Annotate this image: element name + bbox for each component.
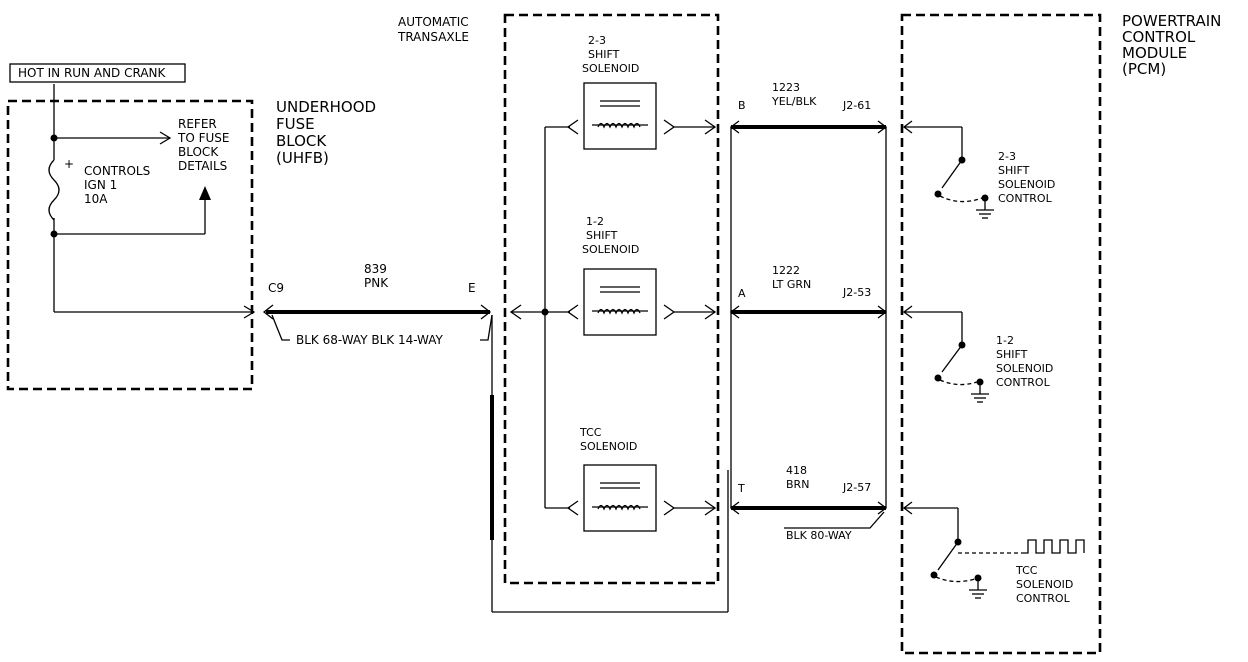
solenoid-tcc: TCC SOLENOID <box>545 426 717 532</box>
circuit-839: C9 839 PNK E BLK 68-WAY BLK 14-WAY <box>262 262 493 347</box>
solenoid-1-2: 1-2 SHIFT SOLENOID <box>545 215 717 336</box>
pcm-box <box>900 13 1102 655</box>
svg-text:C9: C9 <box>268 281 284 295</box>
wire-1222: A 1222 LT GRN J2-53 <box>729 264 888 319</box>
svg-text:PNK: PNK <box>364 276 389 290</box>
transaxle-box <box>503 13 720 585</box>
svg-text:TCC: TCC <box>579 426 602 439</box>
svg-text:POWERTRAIN: POWERTRAIN <box>1122 12 1221 30</box>
svg-text:LT GRN: LT GRN <box>772 278 811 291</box>
pcm-control-tcc: TCC SOLENOID CONTROL <box>902 501 1085 605</box>
svg-text:(PCM): (PCM) <box>1122 60 1166 78</box>
svg-text:SOLENOID: SOLENOID <box>580 440 637 453</box>
svg-text:J2-57: J2-57 <box>842 481 871 494</box>
svg-text:E: E <box>468 281 476 295</box>
svg-text:MODULE: MODULE <box>1122 44 1187 62</box>
svg-text:418: 418 <box>786 464 807 477</box>
svg-text:SOLENOID: SOLENOID <box>996 362 1053 375</box>
svg-text:TO FUSE: TO FUSE <box>177 131 229 145</box>
svg-text:SOLENOID: SOLENOID <box>998 178 1055 191</box>
fuse-icon <box>48 159 60 221</box>
svg-text:1223: 1223 <box>772 81 800 94</box>
svg-text:AUTOMATIC: AUTOMATIC <box>398 15 469 29</box>
svg-text:J2-61: J2-61 <box>842 99 871 112</box>
wire-1223: B 1223 YEL/BLK J2-61 <box>729 81 888 134</box>
svg-text:B: B <box>738 99 746 112</box>
svg-text:1-2: 1-2 <box>996 334 1014 347</box>
svg-text:CONTROL: CONTROL <box>1122 28 1196 46</box>
svg-text:BLK 80-WAY: BLK 80-WAY <box>786 529 852 542</box>
svg-text:UNDERHOOD: UNDERHOOD <box>276 98 376 116</box>
svg-text:TCC: TCC <box>1015 564 1038 577</box>
uhfb-title: UNDERHOOD FUSE BLOCK (UHFB) <box>276 98 376 167</box>
svg-text:A: A <box>738 287 746 300</box>
svg-text:(UHFB): (UHFB) <box>276 149 329 167</box>
fuse-label: CONTROLS IGN 1 10A <box>84 164 150 206</box>
hot-label: HOT IN RUN AND CRANK <box>18 66 167 80</box>
svg-text:SOLENOID: SOLENOID <box>582 62 639 75</box>
pcm-title: POWERTRAIN CONTROL MODULE (PCM) <box>1122 12 1221 78</box>
svg-text:BLOCK: BLOCK <box>178 145 219 159</box>
svg-text:BLK 68-WAY BLK 14-WAY: BLK 68-WAY BLK 14-WAY <box>296 333 444 347</box>
svg-text:CONTROL: CONTROL <box>996 376 1051 389</box>
svg-text:TRANSAXLE: TRANSAXLE <box>397 30 469 44</box>
svg-text:CONTROL: CONTROL <box>1016 592 1071 605</box>
refer-arrow-icon <box>159 131 172 145</box>
up-arrow-icon <box>199 186 211 200</box>
svg-text:2-3: 2-3 <box>588 34 606 47</box>
svg-text:2-3: 2-3 <box>998 150 1016 163</box>
fuse-plus: + <box>64 157 74 171</box>
solenoid-2-3: 2-3 SHIFT SOLENOID <box>545 34 717 150</box>
transaxle-title: AUTOMATIC TRANSAXLE <box>397 15 469 44</box>
pulse-waveform-icon <box>1022 539 1085 554</box>
svg-text:DETAILS: DETAILS <box>178 159 227 173</box>
refer-label: REFER TO FUSE BLOCK DETAILS <box>177 117 229 173</box>
svg-text:FUSE: FUSE <box>276 115 315 133</box>
svg-text:SOLENOID: SOLENOID <box>582 243 639 256</box>
svg-text:J2-53: J2-53 <box>842 286 871 299</box>
svg-text:1222: 1222 <box>772 264 800 277</box>
pcm-control-2-3: 2-3 SHIFT SOLENOID CONTROL <box>902 120 1055 219</box>
svg-text:SHIFT: SHIFT <box>996 348 1028 361</box>
svg-text:SHIFT: SHIFT <box>588 48 620 61</box>
svg-text:SHIFT: SHIFT <box>586 229 618 242</box>
svg-text:CONTROL: CONTROL <box>998 192 1053 205</box>
svg-text:BRN: BRN <box>786 478 809 491</box>
svg-text:SOLENOID: SOLENOID <box>1016 578 1073 591</box>
svg-text:1-2: 1-2 <box>586 215 604 228</box>
svg-text:839: 839 <box>364 262 387 276</box>
svg-text:T: T <box>737 482 745 495</box>
hot-label-box: HOT IN RUN AND CRANK <box>9 63 186 83</box>
svg-text:CONTROLS: CONTROLS <box>84 164 150 178</box>
svg-text:BLOCK: BLOCK <box>276 132 327 150</box>
svg-text:YEL/BLK: YEL/BLK <box>771 95 817 108</box>
svg-text:10A: 10A <box>84 192 108 206</box>
svg-text:REFER: REFER <box>178 117 217 131</box>
svg-text:SHIFT: SHIFT <box>998 164 1030 177</box>
pcm-control-1-2: 1-2 SHIFT SOLENOID CONTROL <box>902 305 1053 403</box>
svg-text:IGN 1: IGN 1 <box>84 178 117 192</box>
wire-418: T 418 BRN J2-57 BLK 80-WAY <box>729 464 888 542</box>
